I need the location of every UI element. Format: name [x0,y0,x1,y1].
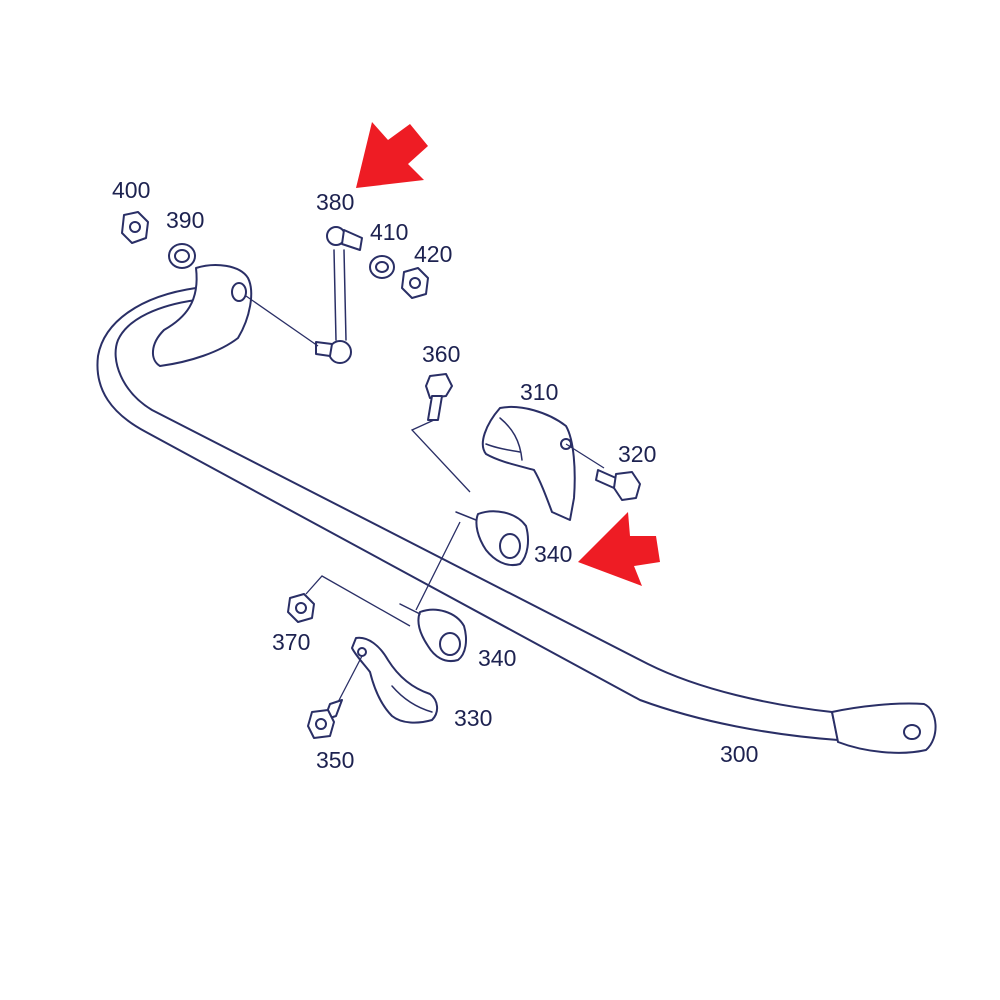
label-350: 350 [316,747,354,773]
bracket-310 [481,406,576,521]
label-330: 330 [454,705,492,731]
label-400: 400 [112,177,150,203]
rubber-mount-340-lower [399,603,467,662]
label-370: 370 [272,629,310,655]
washer-390 [168,243,196,269]
label-380: 380 [316,189,354,215]
label-390: 390 [166,207,204,233]
coupling-rod-380 [315,226,363,364]
label-420: 420 [414,241,452,267]
nut-370 [287,593,315,623]
label-360: 360 [422,341,460,367]
label-310: 310 [520,379,558,405]
label-300: 300 [720,741,758,767]
bolt-350 [307,699,343,739]
washer-410 [369,255,395,279]
highlight-arrow-380 [356,122,428,188]
stabilizer-bar-300 [96,264,937,754]
label-320: 320 [618,441,656,467]
nut-420 [401,267,429,299]
highlight-arrow-340 [578,512,660,586]
rubber-mount-340-upper [455,510,529,566]
label-340-lower: 340 [478,645,516,671]
bolt-320 [595,469,641,501]
clamp-330 [351,636,438,724]
bolt-360 [425,373,453,421]
nut-400 [121,211,149,244]
label-410: 410 [370,219,408,245]
label-340-upper: 340 [534,541,572,567]
